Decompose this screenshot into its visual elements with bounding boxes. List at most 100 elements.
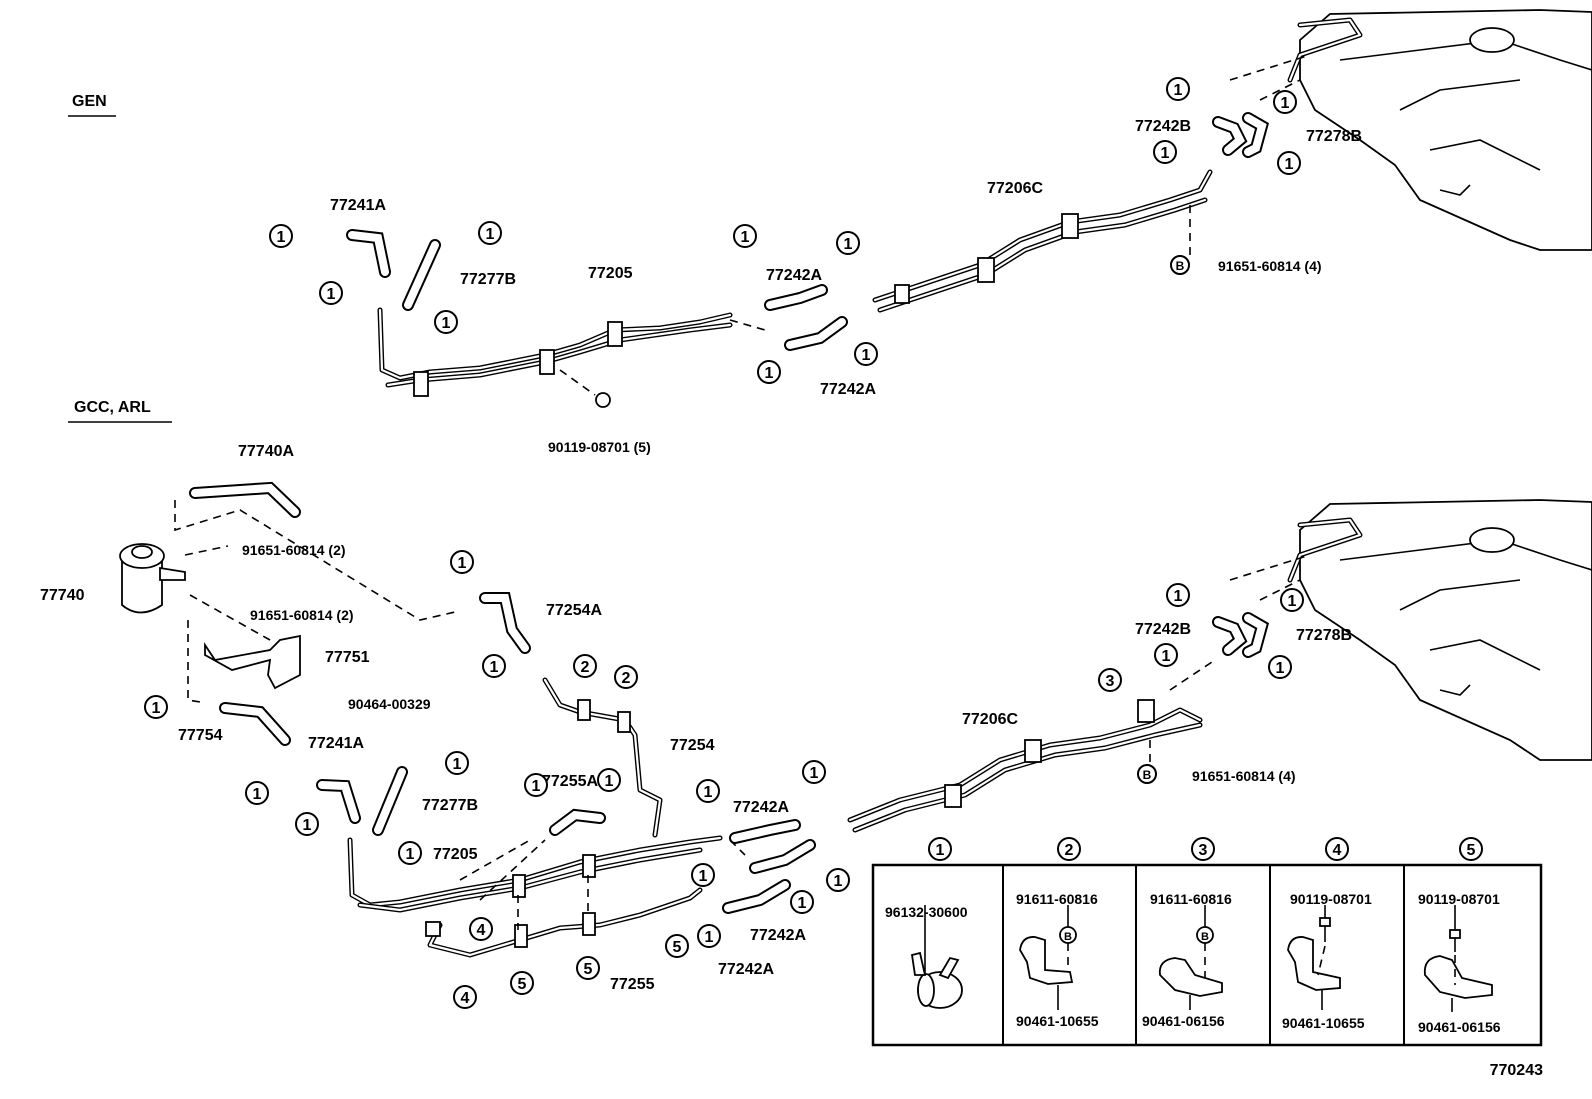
part-label-77205: 77205 (588, 265, 633, 282)
callout-number: 1 (1281, 95, 1290, 112)
fuel-tank-bottom (1287, 499, 1592, 761)
part-label-90464-00329: 90464-00329 (348, 696, 431, 712)
callout-number: 1 (1162, 648, 1171, 665)
legend-part-bottom: 90461-10655 (1016, 1013, 1099, 1029)
callout-1: 1 (836, 231, 860, 255)
callout-1: 1 (696, 779, 720, 803)
callout-number: 3 (1199, 842, 1208, 859)
callout-number: 3 (1106, 673, 1115, 690)
callout-number: 1 (704, 784, 713, 801)
callout-5: 5 (1459, 837, 1483, 861)
pipe-clamp (413, 371, 429, 397)
callout-number: 1 (406, 846, 415, 863)
callout-1: 1 (790, 890, 814, 914)
callout-number: 4 (1333, 842, 1342, 859)
section-title-gcc-arl: GCC, ARL (74, 399, 151, 416)
pipe-clamp-with-bolt-icon (1423, 905, 1493, 1012)
part-label-91651-60814: 91651-60814 (4) (1218, 258, 1322, 274)
part-label-77242a: 77242A (718, 961, 774, 978)
part-label-77254: 77254 (670, 737, 715, 754)
callout-number: 1 (458, 555, 467, 572)
callout-number: 2 (1065, 842, 1074, 859)
pipe-clamp (425, 921, 441, 937)
callout-1: 1 (295, 812, 319, 836)
diagram-id: 770243 (1490, 1062, 1543, 1079)
callout-2: 2 (573, 654, 597, 678)
callout-number: B (1176, 259, 1185, 273)
legend-part-top: 90119-08701 (1418, 891, 1500, 907)
pipe-clamp (1061, 213, 1079, 239)
part-label-77242b: 77242B (1135, 621, 1191, 638)
callout-number: 1 (1161, 145, 1170, 162)
hose-clip-icon (910, 905, 963, 1009)
part-label-77255: 77255 (610, 976, 655, 993)
callout-number: B (1143, 768, 1152, 782)
callout-number: 2 (622, 670, 631, 687)
callout-1: 1 (478, 221, 502, 245)
callout-number: 1 (486, 226, 495, 243)
callout-1: 1 (802, 760, 826, 784)
part-label-77278b: 77278B (1296, 627, 1352, 644)
charcoal-canister (119, 543, 186, 614)
callout-number: 1 (303, 817, 312, 834)
pipe-clamp (977, 257, 995, 283)
part-label-77278b: 77278B (1306, 128, 1362, 145)
callout-number: 1 (253, 786, 262, 803)
b-marker: B (1201, 931, 1209, 943)
callout-number: 1 (1174, 82, 1183, 99)
callout-1: 1 (854, 342, 878, 366)
legend-part-bottom: 90461-06156 (1142, 1013, 1225, 1029)
pipe-clamp (607, 321, 623, 347)
callout-1: 1 (482, 654, 506, 678)
part-label-77740: 77740 (40, 587, 85, 604)
pipe-clamp (1024, 739, 1042, 763)
callout-number: 1 (605, 773, 614, 790)
callout-b: B (1137, 764, 1157, 784)
callout-number: 1 (810, 765, 819, 782)
callout-b: B (1170, 255, 1190, 275)
pipe-clamp-icon: B (1019, 905, 1077, 1010)
legend-part-top: 91611-60816 (1016, 891, 1098, 907)
callout-1: 1 (1154, 643, 1178, 667)
callout-number: 1 (741, 229, 750, 246)
callout-number: 1 (152, 700, 161, 717)
callout-1: 1 (319, 281, 343, 305)
callout-number: 1 (834, 873, 843, 890)
callout-1: 1 (597, 768, 621, 792)
callout-number: 1 (844, 236, 853, 253)
callout-1: 1 (1273, 90, 1297, 114)
callout-number: 1 (453, 756, 462, 773)
callout-number: 1 (490, 659, 499, 676)
pipe-clamp (944, 784, 962, 808)
bolt-icon (595, 392, 611, 408)
part-label-77254a: 77254A (546, 602, 602, 619)
pipe-clamp (1137, 699, 1155, 723)
callout-number: 1 (936, 842, 945, 859)
callout-1: 1 (245, 781, 269, 805)
callout-number: 2 (581, 659, 590, 676)
part-label-77241a: 77241A (330, 197, 386, 214)
callout-1: 1 (1166, 583, 1190, 607)
callout-1: 1 (524, 773, 548, 797)
callout-5: 5 (576, 956, 600, 980)
callout-number: 5 (673, 939, 682, 956)
callout-1: 1 (697, 924, 721, 948)
pipe-clamp (582, 912, 596, 936)
callout-3: 3 (1191, 837, 1215, 861)
part-label-77242a: 77242A (820, 381, 876, 398)
callout-number: 5 (518, 976, 527, 993)
pipe-clamp (617, 711, 631, 733)
b-marker: B (1064, 931, 1072, 943)
callout-1: 1 (144, 695, 168, 719)
callout-number: 5 (584, 961, 593, 978)
pipe-clamp (582, 854, 596, 878)
callout-number: 1 (862, 347, 871, 364)
callout-1: 1 (733, 224, 757, 248)
callout-1: 1 (757, 360, 781, 384)
legend-part-top: 96132-30600 (885, 904, 968, 920)
part-label-91651-60814: 91651-60814 (2) (250, 607, 354, 623)
part-label-77206c: 77206C (962, 711, 1018, 728)
pipe-assembly-bottom (119, 481, 1311, 958)
pipe-clamp-icon: B (1158, 905, 1223, 1010)
